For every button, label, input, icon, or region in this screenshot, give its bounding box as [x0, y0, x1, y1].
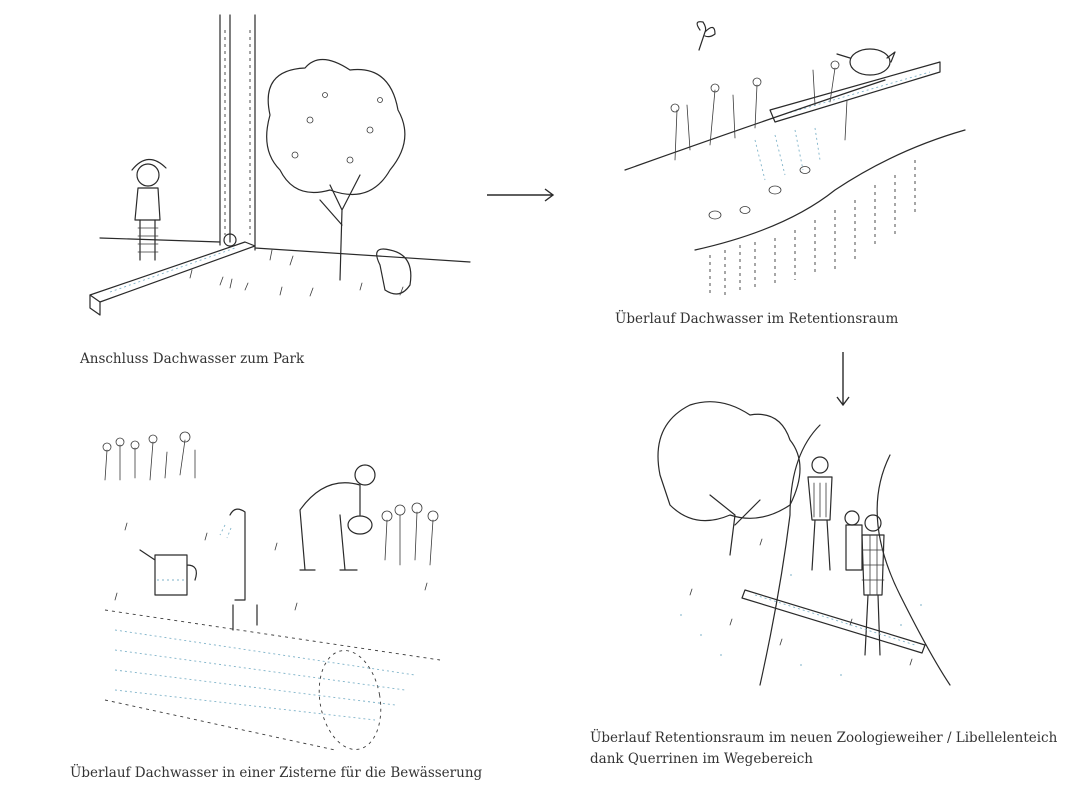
caption-top-left: Anschluss Dachwasser zum Park [80, 351, 305, 367]
caption-bottom-right-line1: Überlauf Retentionsraum im neuen Zoologi… [590, 730, 1058, 746]
sketch-roof-water-to-park [80, 10, 480, 320]
caption-bottom-right-line2: dank Querrinen im Wegebereich [590, 751, 813, 767]
caption-bottom-left: Überlauf Dachwasser in einer Zisterne fü… [70, 765, 483, 781]
sketch-pond-overflow [640, 395, 960, 695]
sketch-cistern-irrigation [95, 420, 475, 760]
sketch-retention-overflow [615, 10, 995, 300]
flow-arrow-right [487, 188, 555, 202]
caption-top-right: Überlauf Dachwasser im Retentionsraum [615, 311, 899, 327]
flow-arrow-down [836, 352, 850, 407]
